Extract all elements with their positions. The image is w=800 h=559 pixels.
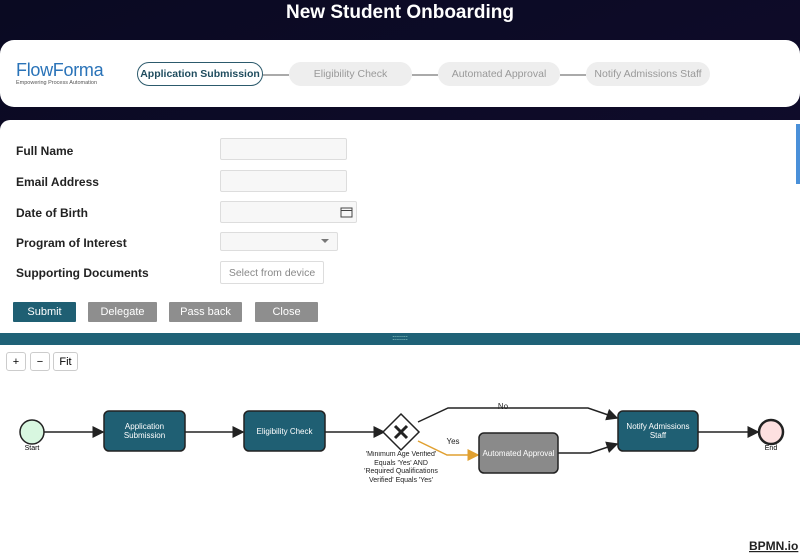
start-label: Start bbox=[25, 445, 40, 452]
yes-flow bbox=[417, 440, 480, 461]
email-label: Email Address bbox=[16, 175, 99, 189]
step-eligibility-check[interactable]: Eligibility Check bbox=[289, 62, 412, 86]
flow-label-no: No bbox=[498, 402, 509, 411]
x-icon bbox=[393, 424, 409, 440]
full-name-label: Full Name bbox=[16, 144, 74, 158]
application-form: Full Name Email Address Date of Birth Pr… bbox=[0, 120, 800, 333]
end-label: End bbox=[765, 445, 778, 452]
delegate-button[interactable]: Delegate bbox=[88, 302, 157, 322]
task-notify-admissions-staff[interactable]: Notify Admissions Staff bbox=[617, 410, 699, 452]
flowforma-logo: FlowForma Empowering Process Automation bbox=[16, 60, 104, 86]
step-connector bbox=[263, 74, 289, 76]
sequence-flows bbox=[44, 407, 760, 454]
task-automated-approval[interactable]: Automated Approval bbox=[478, 432, 559, 474]
process-header-card: FlowForma Empowering Process Automation … bbox=[0, 40, 800, 107]
chevron-down-icon bbox=[321, 239, 329, 247]
start-event[interactable] bbox=[19, 419, 45, 445]
zoom-out-button[interactable]: − bbox=[30, 352, 50, 371]
program-label: Program of Interest bbox=[16, 236, 127, 250]
dob-input[interactable] bbox=[220, 201, 357, 223]
step-application-submission[interactable]: Application Submission bbox=[137, 62, 263, 86]
gateway-condition-label: 'Minimum Age Verified' Equals 'Yes' AND … bbox=[364, 451, 438, 484]
end-event[interactable] bbox=[757, 418, 785, 446]
program-select[interactable] bbox=[220, 232, 338, 251]
step-connector bbox=[560, 74, 586, 76]
task-application-submission[interactable]: Application Submission bbox=[103, 410, 186, 452]
task-label: Application Submission bbox=[123, 422, 166, 440]
step-notify-admissions-staff[interactable]: Notify Admissions Staff bbox=[586, 62, 710, 86]
logo-tagline: Empowering Process Automation bbox=[16, 80, 98, 86]
page-title: New Student Onboarding bbox=[286, 2, 514, 23]
zoom-in-button[interactable]: + bbox=[6, 352, 26, 371]
task-label: Eligibility Check bbox=[256, 426, 313, 436]
task-label: Notify Admissions Staff bbox=[626, 422, 690, 440]
resize-splitter[interactable]: :::::::: bbox=[0, 333, 800, 345]
fit-button[interactable]: Fit bbox=[53, 352, 78, 371]
step-automated-approval[interactable]: Automated Approval bbox=[438, 62, 560, 86]
full-name-input[interactable] bbox=[220, 138, 347, 160]
bpmn-diagram: + − Fit No Yes Start Application Submiss… bbox=[0, 345, 800, 559]
close-button[interactable]: Close bbox=[255, 302, 318, 322]
dob-label: Date of Birth bbox=[16, 206, 88, 220]
exclusive-gateway[interactable] bbox=[381, 412, 421, 452]
select-from-device-button[interactable]: Select from device bbox=[220, 261, 324, 284]
calendar-icon[interactable] bbox=[340, 206, 353, 218]
step-connector bbox=[412, 74, 438, 76]
scrollbar[interactable] bbox=[796, 124, 800, 184]
bpmn-io-watermark[interactable]: BPMN.io bbox=[749, 539, 798, 553]
documents-label: Supporting Documents bbox=[16, 266, 149, 280]
flow-label-yes: Yes bbox=[446, 437, 459, 446]
submit-button[interactable]: Submit bbox=[13, 302, 76, 322]
task-eligibility-check[interactable]: Eligibility Check bbox=[243, 410, 326, 452]
logo-name: FlowForma bbox=[16, 60, 104, 80]
email-input[interactable] bbox=[220, 170, 347, 192]
pass-back-button[interactable]: Pass back bbox=[169, 302, 242, 322]
task-label: Automated Approval bbox=[482, 448, 555, 458]
